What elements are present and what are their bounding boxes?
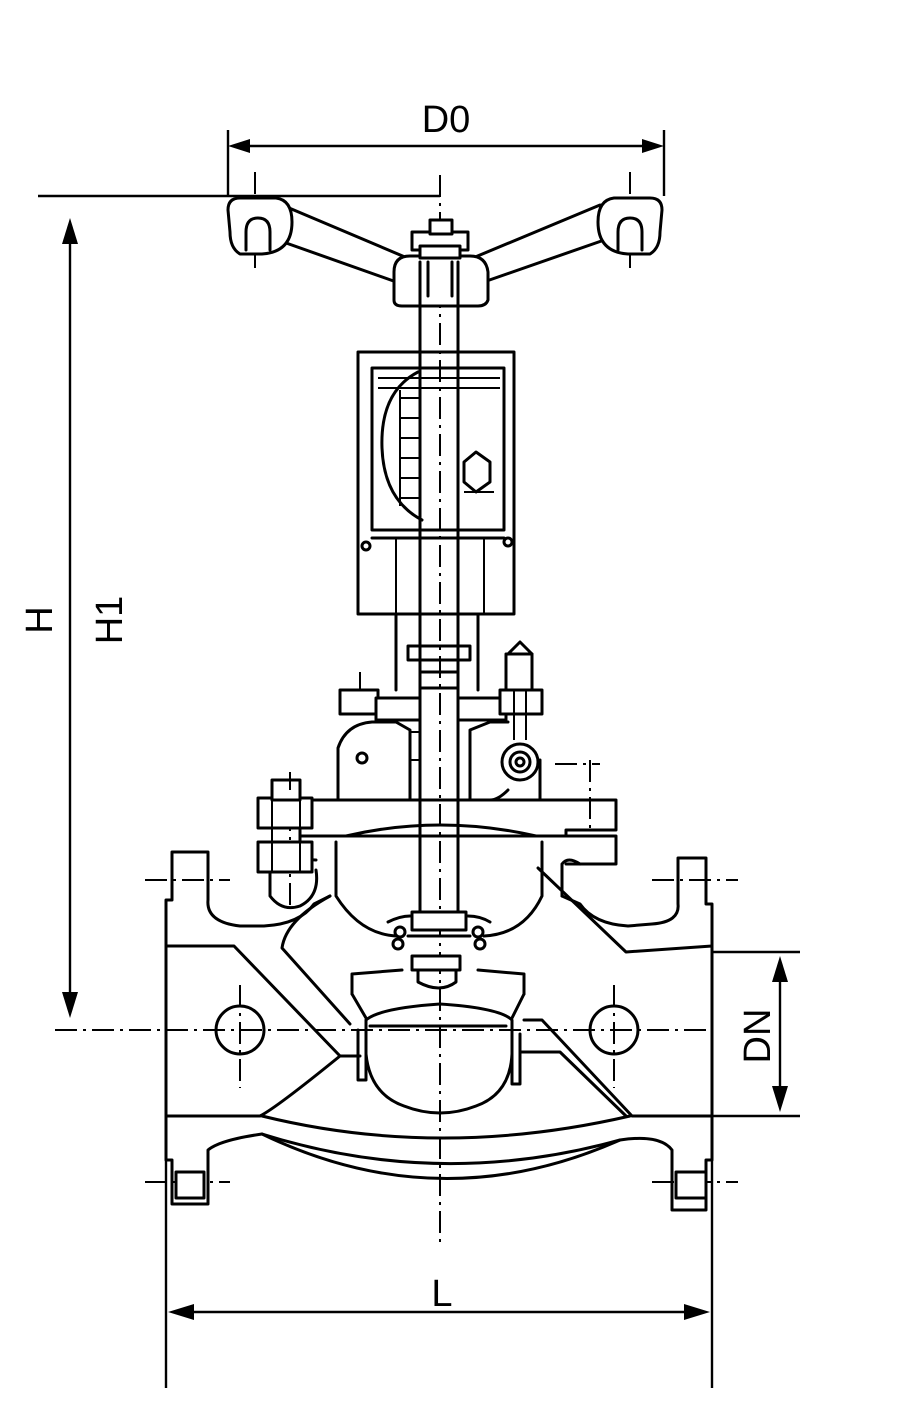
label-dn: DN — [737, 1009, 779, 1064]
valve-stem — [418, 260, 460, 930]
dimension-l: L — [168, 1273, 710, 1320]
plug — [350, 968, 526, 1115]
valve-body — [164, 850, 714, 1388]
dimension-dn: DN — [712, 950, 800, 1118]
label-h: H — [19, 606, 61, 633]
bonnet — [256, 776, 618, 990]
handwheel — [226, 196, 664, 308]
gland — [336, 640, 544, 802]
yoke — [356, 350, 516, 692]
label-h1: H1 — [89, 596, 131, 645]
dimension-d0: D0 — [226, 99, 666, 196]
dimension-h: H H1 — [19, 194, 440, 1018]
label-l: L — [431, 1273, 452, 1315]
center-lines — [55, 172, 738, 1248]
label-d0: D0 — [422, 99, 471, 141]
